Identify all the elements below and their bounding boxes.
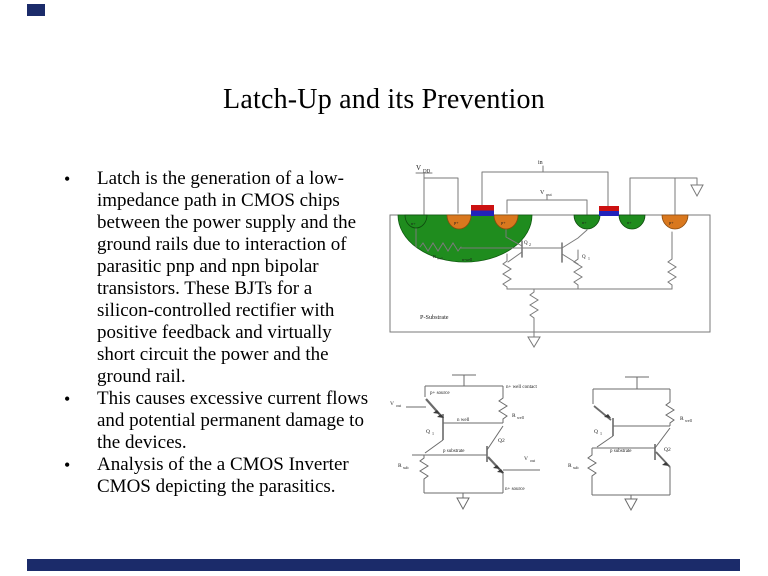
q1-sub-label: 1 bbox=[588, 257, 590, 261]
gate-red-layer bbox=[471, 205, 494, 211]
latchup-circuit-left: p+ source n+ well contact V out Q 1 n we… bbox=[390, 374, 540, 511]
q2-label: Q2 bbox=[664, 447, 671, 453]
vdd-sub-label: DD bbox=[423, 170, 431, 175]
rwell-label: R bbox=[680, 416, 684, 422]
bullet-line: between the power supply and the bbox=[97, 212, 357, 233]
vout-right-sub-label: out bbox=[530, 458, 536, 463]
q1-sub-label: 1 bbox=[432, 431, 434, 436]
cmos-cross-section-diagram: V DD in V out n+ p+ p+ n+ n+ p+ R well n… bbox=[389, 160, 711, 348]
vout-left-sub-label: out bbox=[396, 403, 402, 408]
bullet-item-1: • Latch is the generation of a low- impe… bbox=[62, 168, 392, 388]
rwell-label: R bbox=[512, 413, 516, 419]
rsub-label: R bbox=[398, 463, 402, 469]
bullet-text: Latch is the generation of a low- impeda… bbox=[97, 168, 392, 388]
diffusion-regions bbox=[404, 214, 689, 230]
bullet-line: Analysis of the a CMOS Inverter bbox=[97, 454, 349, 475]
bullet-marker: • bbox=[64, 169, 71, 189]
bullet-text: This causes excessive current flows and … bbox=[97, 388, 392, 454]
region-label: n+ bbox=[582, 220, 587, 225]
slideshare-bottom-bar bbox=[27, 559, 740, 571]
q2-label: Q2 bbox=[498, 438, 505, 444]
n-well-contact-label: n+ well contact bbox=[506, 385, 537, 390]
rwell-sub-label: well bbox=[437, 257, 443, 261]
q1-label: Q bbox=[426, 429, 430, 435]
vout-left-label: V bbox=[390, 401, 394, 407]
bullet-text: Analysis of the a CMOS Inverter CMOS dep… bbox=[97, 454, 392, 498]
q1-label: Q bbox=[582, 255, 586, 260]
bullet-line: short circuit the power and the bbox=[97, 344, 329, 365]
slideshare-corner-mark bbox=[27, 4, 45, 16]
gate-stacks bbox=[471, 205, 619, 216]
ground-symbol-icon bbox=[690, 184, 704, 198]
bullet-line: silicon-controlled rectifier with bbox=[97, 300, 335, 321]
bullet-line: parasitic pnp and npn bipolar bbox=[97, 256, 319, 277]
bullet-list: • Latch is the generation of a low- impe… bbox=[62, 168, 392, 498]
rwell-sub-label: well bbox=[517, 415, 525, 420]
bullet-line: This causes excessive current flows bbox=[97, 388, 369, 409]
bullet-line: CMOS depicting the parasitics. bbox=[97, 476, 336, 497]
p-substrate-label: p substrate bbox=[443, 449, 465, 454]
rwell-label: R bbox=[433, 254, 436, 259]
slide-title: Latch-Up and its Prevention bbox=[223, 84, 545, 115]
cross-section-wires bbox=[415, 165, 698, 338]
bullet-line: the devices. bbox=[97, 432, 187, 453]
region-label: p+ bbox=[454, 220, 459, 225]
latchup-circuit-right: Q 1 R well p substrate Q2 R sub bbox=[568, 376, 693, 512]
bullet-line: and potential permanent damage to bbox=[97, 410, 364, 431]
vout-label: V bbox=[540, 190, 545, 196]
n-well-node-label: n well bbox=[457, 418, 470, 423]
bullet-line: transistors. These BJTs for a bbox=[97, 278, 313, 299]
p-substrate-label: p substrate bbox=[610, 449, 632, 454]
bullet-item-2: • This causes excessive current flows an… bbox=[62, 388, 392, 454]
rsub-label: R bbox=[568, 463, 572, 469]
bullet-marker: • bbox=[64, 389, 71, 409]
region-label: p+ bbox=[669, 220, 674, 225]
gate-red-layer bbox=[599, 206, 619, 211]
gate-blue-layer bbox=[471, 210, 494, 216]
region-label: p+ bbox=[501, 220, 506, 225]
rsub-sub-label: sub bbox=[403, 465, 409, 470]
bullet-item-3: • Analysis of the a CMOS Inverter CMOS d… bbox=[62, 454, 392, 498]
bullet-line: ground rails due to interaction of bbox=[97, 234, 347, 255]
bullet-line: impedance path in CMOS chips bbox=[97, 190, 340, 211]
ground-symbol-icon bbox=[456, 497, 470, 511]
p-source-label: p+ source bbox=[430, 391, 450, 396]
gate-blue-layer bbox=[599, 211, 619, 216]
bullet-marker: • bbox=[64, 455, 71, 475]
rsub-sub-label: sub bbox=[573, 465, 579, 470]
nwell-label: n-well bbox=[462, 257, 473, 262]
circuit-right-arrows bbox=[604, 414, 669, 466]
p-substrate-label: P-Substrate bbox=[420, 314, 449, 321]
bullet-line: Latch is the generation of a low- bbox=[97, 168, 344, 189]
bullet-line: ground rail. bbox=[97, 366, 186, 387]
n-source-label: n+ source bbox=[505, 487, 525, 492]
circuit-left-wires bbox=[406, 374, 540, 498]
vout-right-label: V bbox=[524, 456, 528, 462]
q2-sub-label: 2 bbox=[529, 243, 531, 247]
rwell-sub-label: well bbox=[685, 418, 693, 423]
ground-symbol-icon bbox=[527, 336, 541, 348]
in-label: in bbox=[538, 160, 543, 166]
circuit-right-wires bbox=[587, 376, 675, 499]
q2-label: Q bbox=[524, 241, 528, 246]
vout-sub-label: out bbox=[546, 192, 553, 197]
circuit-left-arrows bbox=[433, 410, 504, 473]
region-label: n+ bbox=[627, 220, 632, 225]
vdd-label: V bbox=[416, 164, 421, 172]
q1-label: Q bbox=[594, 429, 598, 435]
bullet-line: positive feedback and virtually bbox=[97, 322, 332, 343]
region-label: n+ bbox=[411, 221, 416, 226]
ground-symbol-icon bbox=[624, 498, 638, 512]
q1-sub-label: 1 bbox=[600, 431, 602, 436]
n-well-region bbox=[397, 214, 533, 263]
